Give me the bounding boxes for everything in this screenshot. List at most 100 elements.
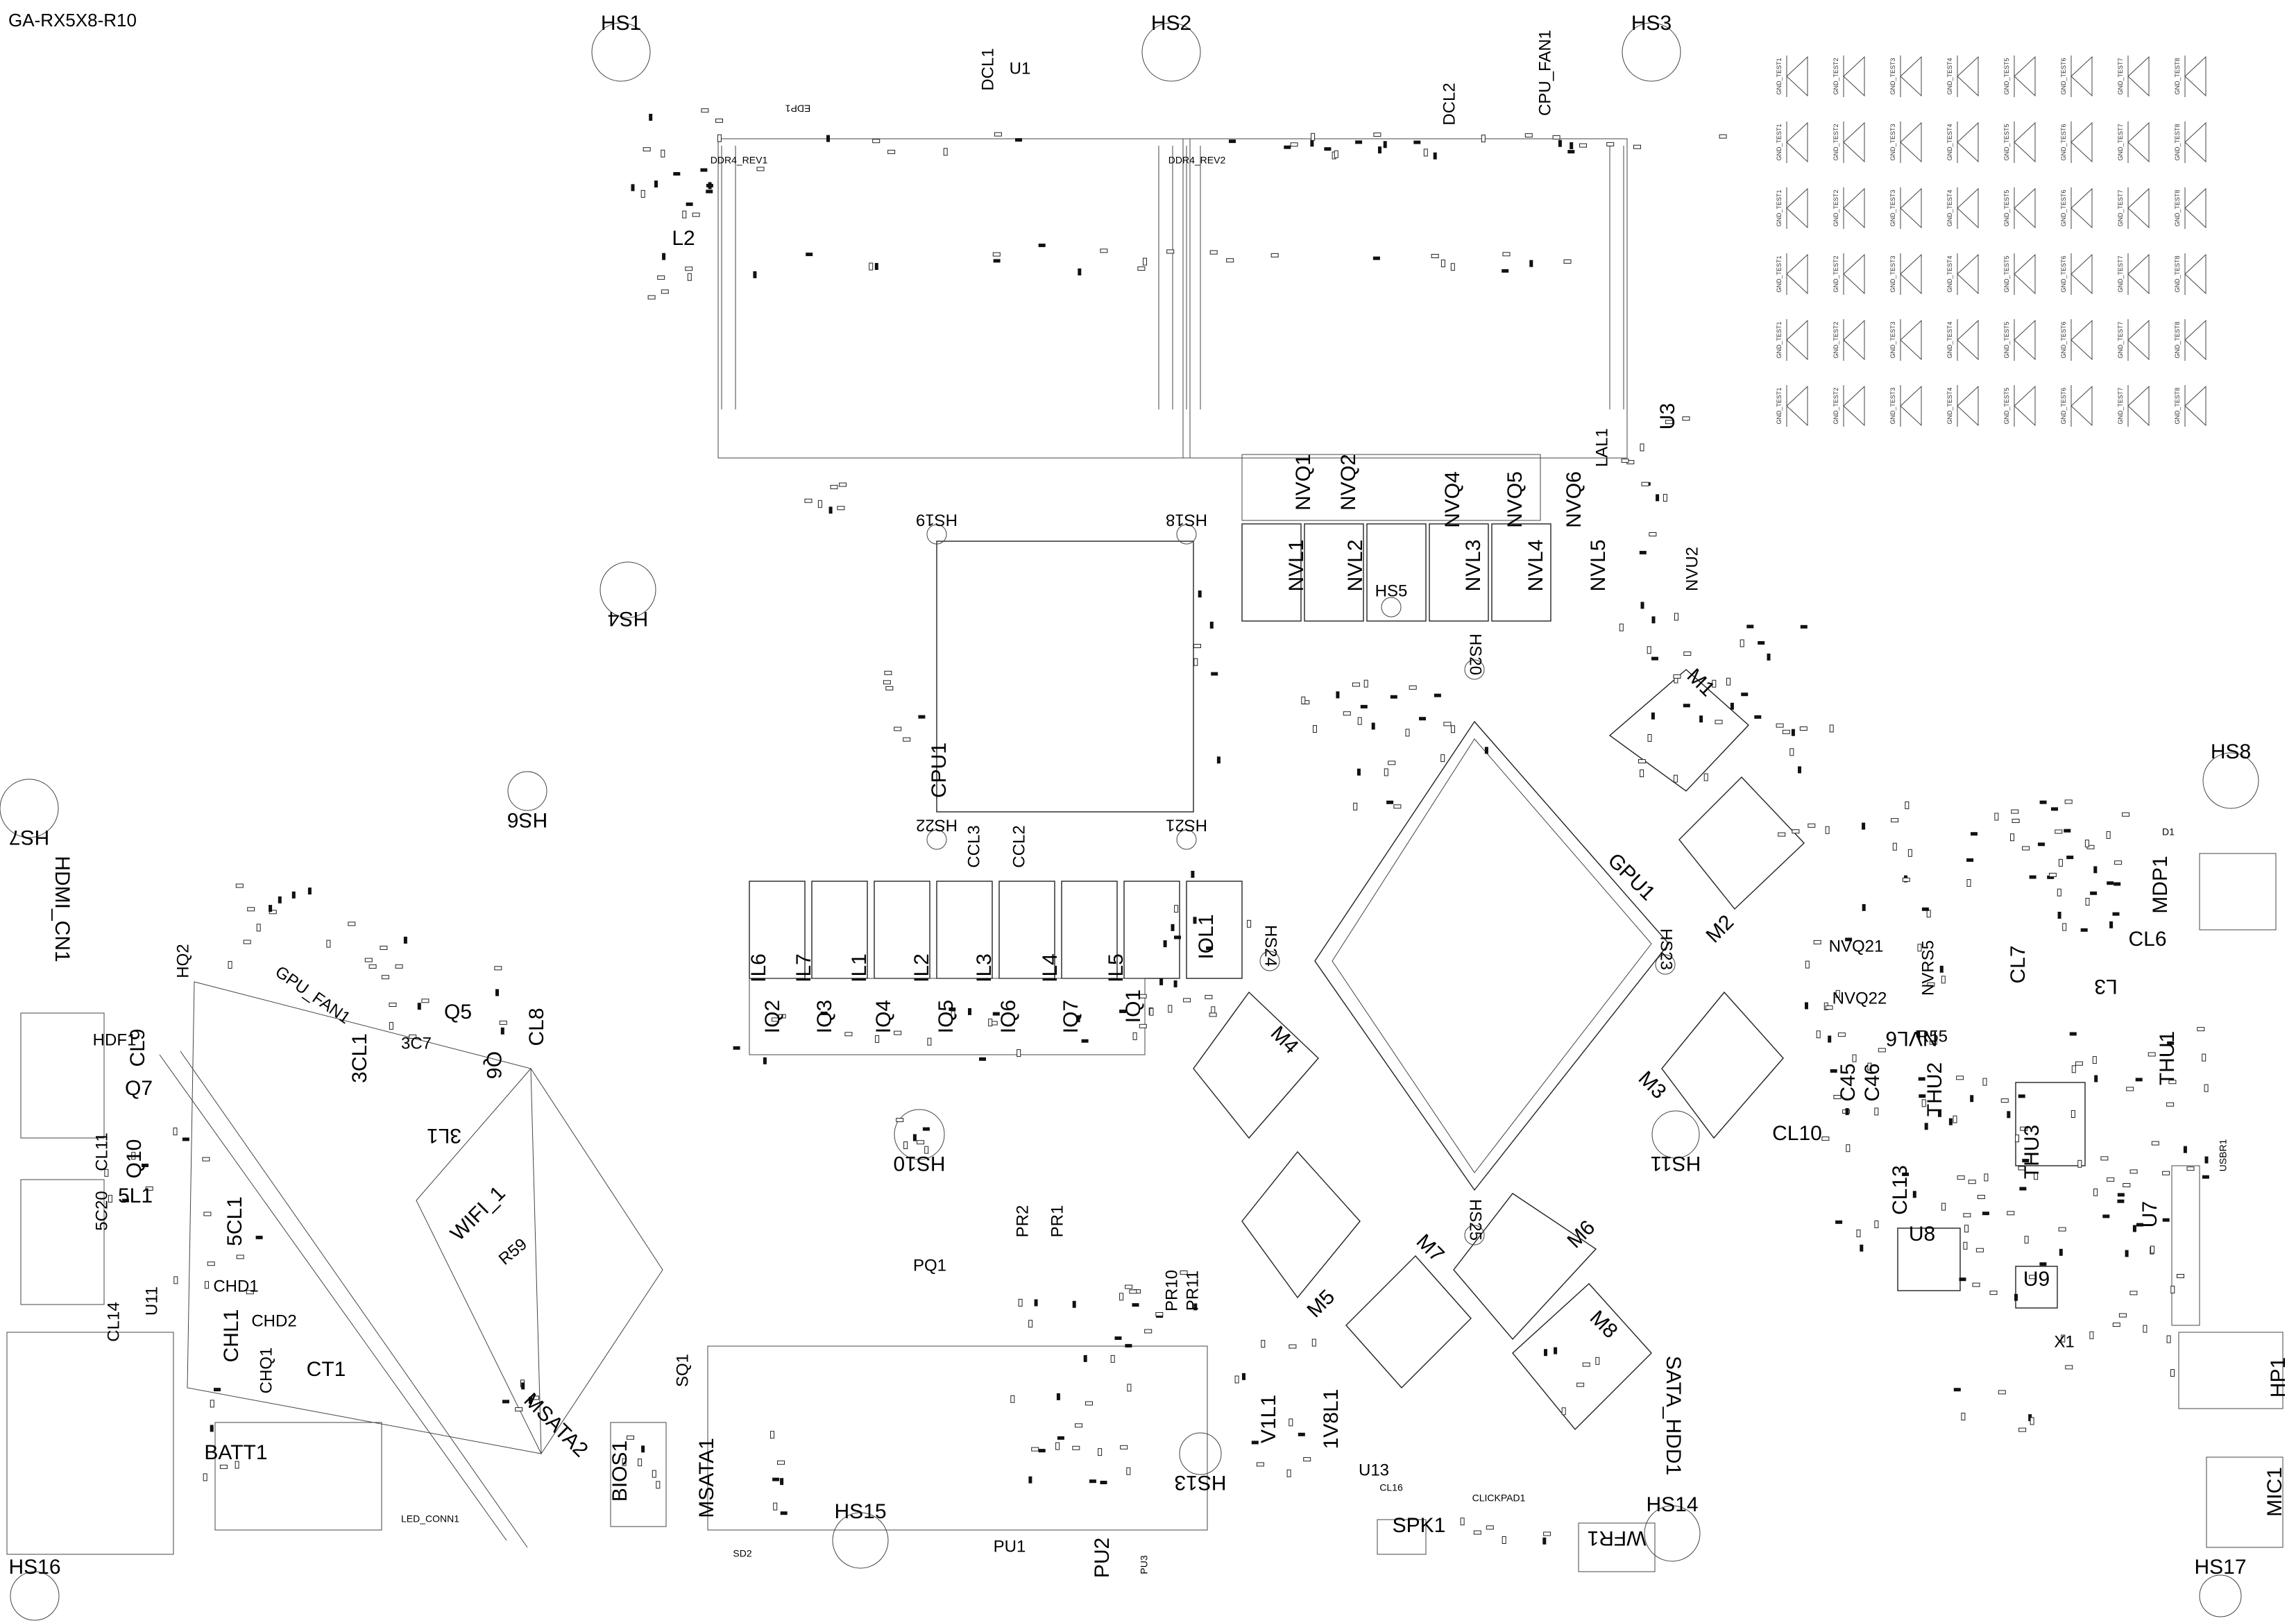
smd-pad	[1703, 773, 1708, 781]
smd-pad	[2039, 1262, 2047, 1266]
smd-pad	[1028, 1476, 1032, 1484]
test-point: GND_TEST4	[1946, 253, 1979, 295]
smd-pad	[1144, 1329, 1153, 1334]
smd-pad	[894, 1030, 902, 1035]
smd-pad	[2058, 858, 2063, 867]
smd-pad	[255, 1235, 263, 1239]
smd-pad	[708, 182, 712, 189]
test-point-label: GND_TEST1	[1776, 321, 1783, 358]
test-point-label: GND_TEST6	[2060, 124, 2067, 160]
test-point: GND_TEST6	[2060, 187, 2093, 229]
smd-pad	[2015, 1135, 2019, 1143]
test-point-label: GND_TEST2	[1832, 321, 1839, 358]
part-label-cl16: CL16	[1379, 1482, 1403, 1493]
smd-pad	[1057, 1436, 1064, 1440]
smd-pad	[968, 1008, 971, 1015]
test-point-label: GND_TEST1	[1776, 387, 1783, 424]
test-point-label: GND_TEST4	[1946, 189, 1953, 226]
smd-pad	[214, 1388, 221, 1392]
smd-pad	[1683, 704, 1690, 708]
test-point: GND_TEST3	[1889, 385, 1922, 427]
smd-pad	[1193, 644, 1201, 648]
part-label-nvl5: NVL5	[1587, 539, 1610, 591]
heatsink-mount-hs4	[599, 561, 656, 618]
test-point-label: GND_TEST2	[1832, 255, 1839, 292]
smd-pad	[2170, 1286, 2175, 1293]
test-point: GND_TEST5	[2003, 385, 2036, 427]
smd-pad	[1975, 1248, 1984, 1252]
smd-pad	[1640, 443, 1644, 452]
smd-pad	[777, 1460, 785, 1465]
smd-pad	[1363, 679, 1368, 688]
smd-pad	[1440, 754, 1445, 763]
part-label-lal1: LAL1	[1592, 428, 1611, 467]
smd-pad	[1324, 147, 1332, 151]
smd-pad	[1298, 1432, 1305, 1436]
part-label-chl1: CHL1	[220, 1309, 243, 1363]
smd-pad	[656, 1481, 661, 1489]
smd-pad	[903, 1141, 908, 1149]
smd-pad	[753, 271, 757, 278]
smd-pad	[1502, 1536, 1506, 1544]
test-point: GND_TEST6	[2060, 385, 2093, 427]
heatsink-mount-hs11	[1651, 1110, 1700, 1159]
part-label-wifi-1: WIFI_1	[446, 1182, 510, 1246]
smd-pad	[1639, 550, 1647, 554]
part-label-3cl1: 3CL1	[348, 1033, 371, 1083]
smd-pad	[278, 896, 282, 903]
smd-pad	[236, 1255, 244, 1259]
part-label-ddr4-rev2: DDR4_REV2	[1168, 155, 1226, 166]
smd-pad	[1132, 1032, 1137, 1040]
smd-pad	[1290, 142, 1298, 147]
part-label-hq2: HQ2	[173, 944, 192, 978]
smd-pad	[918, 715, 926, 719]
smd-pad	[872, 139, 881, 144]
part-label-sq1: SQ1	[673, 1354, 692, 1387]
smd-pad	[1010, 1395, 1015, 1403]
smd-pad	[1683, 652, 1692, 656]
smd-pad	[1862, 822, 1866, 830]
part-label-d1: D1	[2162, 826, 2175, 838]
test-point-label: GND_TEST3	[1889, 124, 1896, 160]
smd-pad	[1989, 1291, 1998, 1295]
test-point: GND_TEST2	[1832, 385, 1865, 427]
part-label-il5: IL5	[1105, 953, 1128, 983]
smd-pad	[1902, 877, 1910, 882]
part-label-gpu-fan1: GPU_FAN1	[272, 962, 354, 1028]
smd-pad	[701, 108, 709, 113]
smd-pad	[2069, 1032, 2077, 1036]
smd-pad	[885, 686, 894, 690]
smd-pad	[1451, 725, 1455, 733]
smd-pad	[2022, 846, 2030, 851]
smd-pad	[1357, 768, 1361, 776]
test-point: GND_TEST1	[1776, 253, 1808, 295]
smd-pad	[1198, 590, 1202, 597]
smd-pad	[1579, 143, 1587, 148]
smd-pad	[368, 964, 377, 969]
smd-pad	[291, 891, 296, 899]
smd-pad	[1529, 260, 1533, 267]
smd-pad	[1132, 1303, 1139, 1307]
heatsink-label-hs25: HS25	[1466, 1199, 1485, 1241]
smd-pad	[2012, 819, 2020, 823]
smd-pad	[2055, 829, 2063, 834]
smd-pad	[830, 484, 838, 489]
smd-pad	[2117, 1199, 2125, 1203]
test-point: GND_TEST2	[1832, 319, 1865, 361]
smd-pad	[685, 266, 693, 271]
smd-pad	[1938, 1110, 1941, 1117]
part-label-cpu-fan1: CPU_FAN1	[1536, 30, 1554, 116]
heatsink-label-hs24: HS24	[1261, 925, 1280, 967]
smd-pad	[2020, 1126, 2028, 1131]
smd-pad	[1682, 416, 1690, 421]
smd-pad	[2126, 1087, 2134, 1091]
part-label-il3: IL3	[973, 953, 996, 983]
smd-pad	[771, 1017, 779, 1022]
part-label-ddr4-rev1: DDR4_REV1	[711, 155, 768, 166]
smd-pad	[1719, 134, 1727, 139]
part-label-chd2: CHD2	[251, 1311, 296, 1330]
smd-pad	[1767, 653, 1771, 661]
smd-pad	[706, 189, 713, 194]
part-label-cl11: CL11	[92, 1132, 111, 1171]
